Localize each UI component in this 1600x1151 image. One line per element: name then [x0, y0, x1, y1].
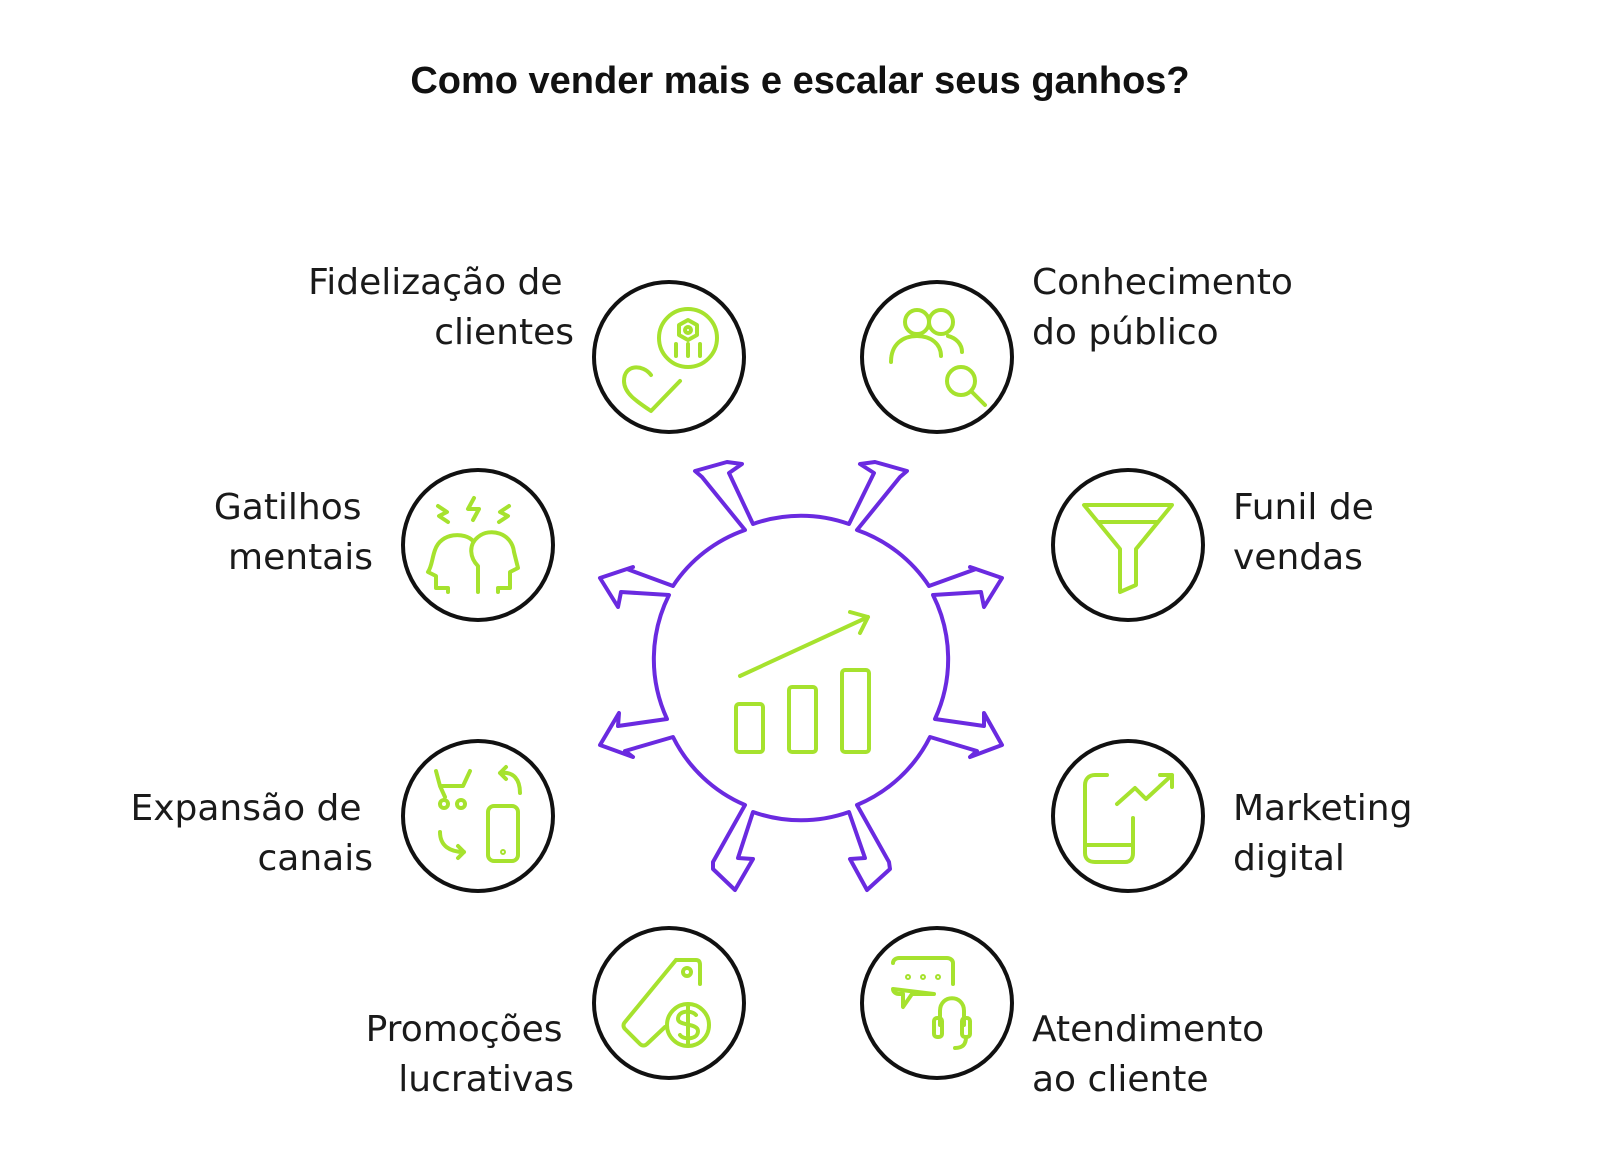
node-ring [401, 739, 555, 893]
node-ring [860, 280, 1014, 434]
node-ring [592, 926, 746, 1080]
node-label-line-2: digital [1233, 838, 1345, 879]
svg-text:Expansão de canais: Expansão de canais [130, 788, 373, 879]
node-label-line-2: clientes [434, 312, 574, 353]
svg-text:Conhecimento do público: Conhecimento do público [1032, 262, 1304, 353]
chat-headset-icon [891, 956, 972, 1050]
node-label-line-2: do público [1032, 312, 1219, 353]
price-tag-dollar-icon [621, 958, 711, 1048]
node-funil: Funil de vendas [1051, 468, 1385, 622]
page-title: Como vender mais e escalar seus ganhos? [410, 60, 1189, 102]
svg-text:Fidelização de clientes: Fidelização de clientes [308, 262, 574, 353]
node-label-line-1: Promoções [366, 1009, 563, 1050]
node-label-line-1: Marketing [1233, 788, 1412, 829]
growth-chart-icon [734, 610, 871, 754]
node-promocoes: Promoções lucrativas [366, 926, 746, 1100]
node-label-line-2: canais [258, 838, 374, 879]
hub [598, 460, 1004, 892]
node-ring [1051, 468, 1205, 622]
node-label-line-2: lucrativas [398, 1059, 574, 1100]
node-fidelizacao: Fidelização de clientes [308, 262, 746, 434]
svg-text:Atendimento ao cliente: Atendimento ao cliente [1032, 1009, 1276, 1100]
node-gatilhos: Gatilhos mentais [214, 468, 555, 622]
svg-text:Promoções lucrativas: Promoções lucrativas [366, 1009, 574, 1100]
node-label-line-2: mentais [228, 537, 373, 578]
svg-text:Gatilhos mentais: Gatilhos mentais [214, 487, 373, 578]
node-label-line-1: Funil de [1233, 487, 1374, 528]
node-label-line-2: ao cliente [1032, 1059, 1209, 1100]
node-label-line-1: Expansão de [130, 788, 361, 829]
node-label-line-1: Atendimento [1032, 1009, 1264, 1050]
node-label-line-1: Conhecimento [1032, 262, 1293, 303]
funnel-icon [1082, 503, 1174, 594]
channels-cart-phone-icon [434, 765, 522, 863]
node-atendimento: Atendimento ao cliente [860, 926, 1276, 1100]
node-label-line-2: vendas [1233, 537, 1363, 578]
svg-text:Marketing digital: Marketing digital [1233, 788, 1424, 879]
svg-text:Funil de vendas: Funil de vendas [1233, 487, 1385, 578]
phone-growth-icon [1083, 773, 1174, 864]
mind-triggers-icon [426, 496, 520, 594]
node-ring [592, 280, 746, 434]
node-marketing: Marketing digital [1051, 739, 1424, 893]
node-ring [860, 926, 1014, 1080]
node-label-line-1: Gatilhos [214, 487, 362, 528]
loyalty-heart-icon [622, 307, 719, 413]
node-ring [1051, 739, 1205, 893]
node-expansao: Expansão de canais [130, 739, 555, 893]
node-ring [401, 468, 555, 622]
node-label-line-1: Fidelização de [308, 262, 562, 303]
node-conhecimento: Conhecimento do público [860, 262, 1304, 434]
hub-burst-shape [598, 460, 1004, 892]
audience-search-icon [889, 308, 987, 407]
